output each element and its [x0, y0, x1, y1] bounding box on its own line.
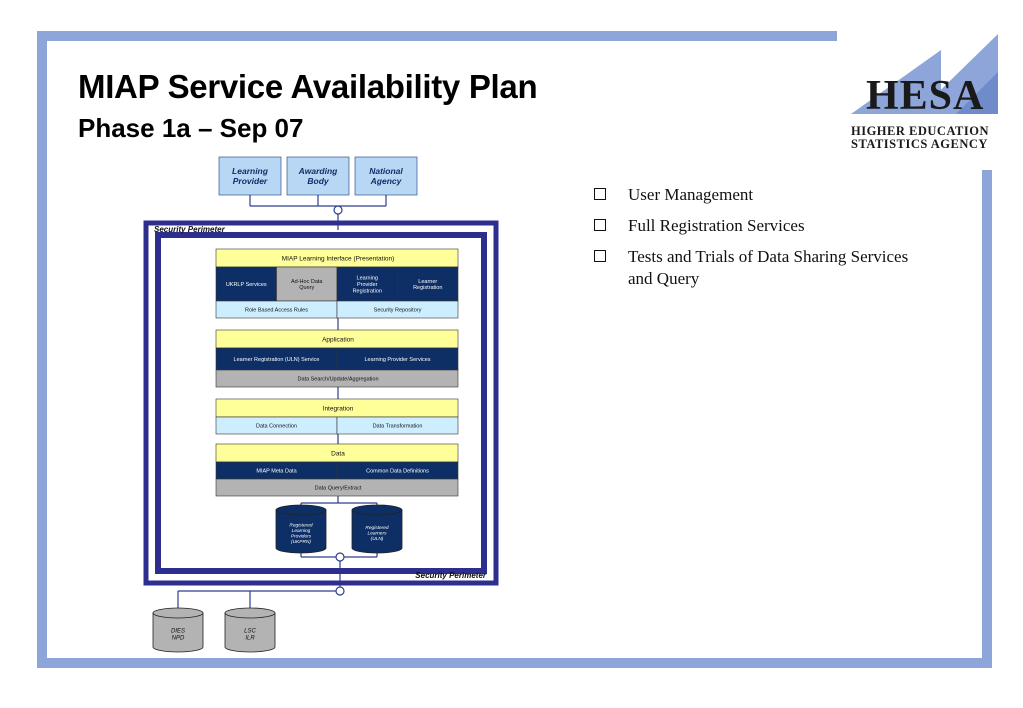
source-box-label: Body: [307, 176, 330, 186]
logo-tagline-1: HIGHER EDUCATION: [851, 124, 989, 138]
data-bottom-text: Data Query/Extract: [315, 485, 362, 491]
junction-node: [335, 552, 345, 562]
checkbox-bullet-icon: [594, 250, 606, 262]
external-db-cylinder-label: LSC: [244, 629, 256, 635]
external-db-cylinder-label: DfES: [171, 629, 185, 635]
security-perimeter: [143, 220, 499, 586]
database-cylinder-label: Registered: [289, 522, 313, 528]
presentation-cell-text: Registration: [353, 288, 382, 294]
frame-bottom-bar: [37, 658, 992, 668]
hesa-logo-graphic: [851, 34, 998, 114]
application-bottom-text: Data Search/Update/Aggregation: [297, 376, 378, 382]
presentation-cell: [397, 266, 459, 302]
database-cylinder-top: [351, 504, 403, 516]
frame-left-bar: [37, 31, 47, 668]
source-box-label: Agency: [370, 176, 403, 186]
bullet-text: User Management: [628, 185, 754, 204]
database-cylinder-label: Learning: [292, 528, 311, 534]
source-box-label: National: [369, 166, 403, 176]
application-cell-text: Learner Registration (ULN) Service: [234, 357, 320, 363]
bullet-list: User Management Full Registration Servic…: [594, 184, 924, 299]
source-box-label: Learning: [232, 166, 269, 176]
presentation-bottom-text: Security Repository: [374, 307, 422, 313]
slide-subtitle: Phase 1a – Sep 07: [78, 113, 304, 143]
hesa-logo-word: HESA: [866, 73, 985, 119]
source-box: [286, 156, 350, 196]
inner-perimeter: [155, 232, 487, 574]
bullet-text: Full Registration Services: [628, 216, 805, 235]
database-cylinder-label: (ULN): [371, 536, 384, 542]
presentation-cell-text: Learner: [418, 279, 437, 285]
data-cell-text: MIAP Meta Data: [256, 468, 297, 474]
integration-cell-text: Data Connection: [256, 423, 297, 429]
external-db-cylinder-top: [224, 607, 276, 619]
presentation-bottom-cell: [336, 300, 459, 319]
diagram-boxes: [152, 156, 459, 653]
diagram-labels: LearningProviderAwardingBodyNationalAgen…: [154, 166, 487, 641]
source-box-label: Awarding: [298, 166, 339, 176]
database-cylinder: [351, 509, 403, 554]
application-bottom: [215, 369, 459, 388]
bullet-item: Tests and Trials of Data Sharing Service…: [594, 246, 924, 290]
database-cylinder-label: Providers: [291, 533, 312, 539]
frame-right-bar: [982, 170, 992, 668]
layer-header-text: Application: [322, 336, 354, 343]
checkbox-bullet-icon: [594, 219, 606, 231]
external-db-cylinder: [152, 612, 204, 653]
source-box: [218, 156, 282, 196]
external-db-cylinder-label: ILR: [245, 636, 255, 642]
data-cell-text: Common Data Definitions: [366, 468, 429, 474]
architecture-diagram: LearningProviderAwardingBodyNationalAgen…: [143, 156, 499, 653]
logo-tagline-2: STATISTICS AGENCY: [851, 137, 988, 151]
junction-node: [335, 586, 345, 596]
external-db-cylinder: [224, 612, 276, 653]
layer-header-text: MIAP Learning Interface (Presentation): [282, 255, 395, 262]
integration-cell: [336, 416, 459, 435]
connector-lines: [177, 195, 387, 610]
source-box: [354, 156, 418, 196]
bullet-item: User Management: [594, 184, 924, 206]
database-cylinder-label: Registered: [365, 525, 389, 531]
presentation-cell-text: Provider: [357, 282, 378, 288]
application-cell-text: Learning Provider Services: [364, 357, 430, 363]
external-db-cylinder-top: [152, 607, 204, 619]
data-bottom: [215, 478, 459, 497]
slide-title: MIAP Service Availability Plan: [78, 68, 538, 105]
database-cylinder: [275, 509, 327, 554]
external-db-cylinder-label: NPD: [172, 636, 185, 642]
perimeter-label: Security Perimeter: [415, 571, 487, 580]
presentation-cell-text: UKRLP Services: [226, 282, 267, 288]
frame-top-bar: [37, 31, 837, 41]
integration-cell-text: Data Transformation: [373, 423, 423, 429]
perimeter-label: Security Perimeter: [154, 225, 226, 234]
database-cylinder-top: [275, 504, 327, 516]
database-cylinder-label: (UKPRN): [291, 539, 311, 545]
outer-perimeter: [143, 220, 499, 586]
database-cylinder-label: Learners: [368, 531, 388, 537]
layer-header-text: Integration: [323, 405, 354, 412]
source-box-label: Provider: [233, 176, 268, 186]
bullet-item: Full Registration Services: [594, 215, 924, 237]
presentation-bottom-text: Role Based Access Rules: [245, 307, 308, 313]
checkbox-bullet-icon: [594, 188, 606, 200]
layer-header-text: Data: [331, 450, 345, 457]
presentation-cell-text: Query: [299, 285, 314, 291]
bullet-text: Tests and Trials of Data Sharing Service…: [628, 247, 909, 288]
presentation-cell-text: Ad-Hoc Data: [291, 279, 323, 285]
presentation-cell: [276, 266, 338, 302]
junction-node: [333, 205, 343, 215]
presentation-cell-text: Registration: [413, 285, 442, 291]
presentation-cell-text: Learning: [357, 276, 378, 282]
